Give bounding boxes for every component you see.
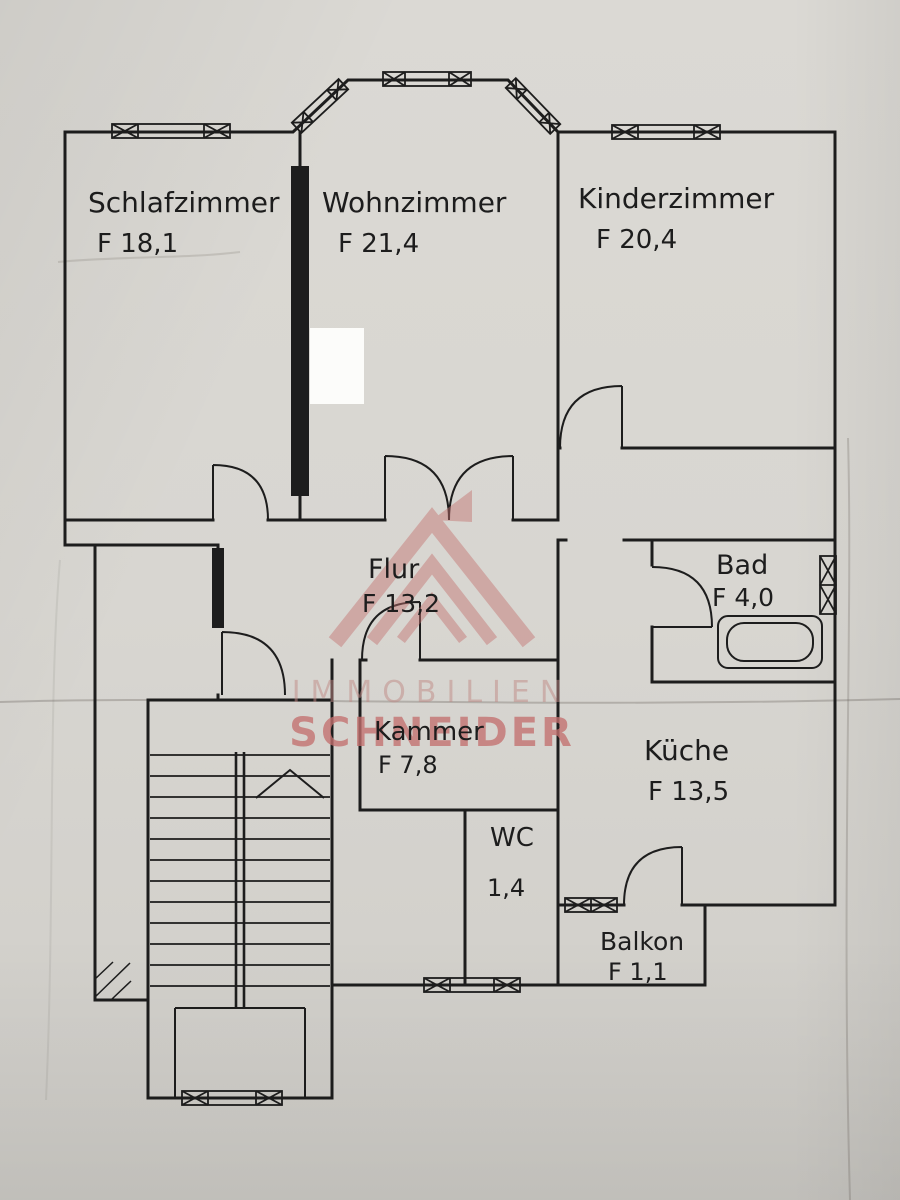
room-area-kueche: F 13,5 (648, 777, 729, 807)
window-balkon (564, 897, 618, 913)
windows (111, 71, 837, 1106)
room-label-schlafzimmer: Schlafzimmer (88, 186, 280, 219)
stair-rails (234, 752, 246, 1008)
room-area-flur: F 13,2 (362, 589, 440, 618)
bathtub-icon (717, 615, 823, 669)
whiteout-patch (310, 328, 364, 404)
walls-upper (63, 78, 837, 907)
door-balkon (623, 846, 683, 906)
watermark-house-logo-icon (328, 490, 536, 648)
walls (63, 78, 837, 1100)
door-schlafzimmer (212, 464, 269, 521)
window-bay-left (290, 77, 350, 135)
room-label-wohnzimmer: Wohnzimmer (322, 186, 507, 219)
room-area-schlafzimmer: F 18,1 (97, 229, 178, 259)
paper-creases (0, 251, 900, 1200)
bathtub-inner-icon (726, 622, 814, 662)
walls-stairs-lobby (63, 518, 334, 1100)
wall-break-hatch (93, 961, 132, 1000)
staircase (93, 752, 330, 1098)
window-schlafzimmer (111, 123, 231, 139)
room-label-kinderzimmer: Kinderzimmer (578, 182, 775, 215)
door-swings (212, 385, 713, 906)
window-kinderzimmer (611, 124, 721, 140)
room-label-bad: Bad (716, 550, 768, 581)
window-bad (819, 555, 837, 615)
window-wc (423, 977, 521, 993)
watermark-brand-line1: IMMOBILIEN (292, 675, 573, 710)
room-label-balkon: Balkon (600, 927, 684, 956)
room-area-kammer: F 7,8 (378, 751, 438, 779)
room-area-kinderzimmer: F 20,4 (596, 225, 677, 255)
room-label-flur: Flur (368, 554, 420, 585)
thick-wall-schlaf-wohn (291, 166, 309, 496)
door-kammer (361, 601, 421, 661)
room-labels: Schlafzimmer F 18,1 Wohnzimmer F 21,4 Ki… (88, 182, 775, 986)
stair-steps (150, 754, 330, 987)
door-kinderzimmer (559, 385, 623, 449)
door-bad (651, 566, 713, 628)
room-label-kueche: Küche (644, 734, 729, 767)
solid-wall-fills (212, 166, 309, 628)
room-area-wohnzimmer: F 21,4 (338, 229, 419, 259)
watermark-brand-line2: SCHNEIDER (289, 710, 575, 756)
fixtures (717, 615, 823, 669)
room-area-balkon: F 1,1 (608, 958, 668, 986)
room-label-wc: WC (490, 823, 534, 853)
window-bay-right (504, 76, 562, 136)
door-entrance (221, 631, 286, 696)
door-wohnzimmer-right (448, 455, 514, 521)
door-wohnzimmer-left (384, 455, 450, 521)
room-area-bad: F 4,0 (712, 583, 774, 612)
room-label-kammer: Kammer (374, 717, 484, 747)
stair-direction-arrow (255, 768, 325, 799)
thick-wall-entrance (212, 548, 224, 628)
window-bay-top (382, 71, 472, 87)
window-stairwell (181, 1090, 283, 1106)
watermark: IMMOBILIEN SCHNEIDER (289, 490, 575, 756)
room-area-wc: 1,4 (487, 874, 525, 902)
stair-lower-flight (174, 1007, 306, 1098)
